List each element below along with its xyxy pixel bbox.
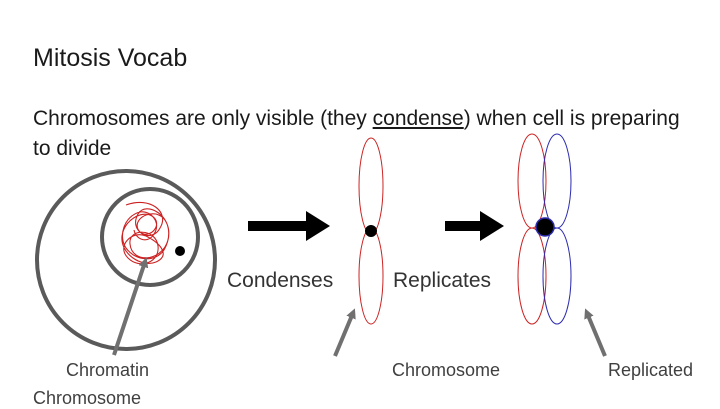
up-arrow-icon xyxy=(333,308,356,357)
right-arrow-icon xyxy=(445,211,504,241)
label-chromatin: Chromatin xyxy=(66,360,150,380)
chromosome-diagram xyxy=(358,137,384,325)
slide-title: Mitosis Vocab xyxy=(33,44,188,72)
label-chromosome: Chromosome xyxy=(392,360,501,380)
chromatid-blue-lower xyxy=(542,227,572,325)
body-text-part1: Chromosomes are only visible (they xyxy=(33,107,373,130)
label-replicated: Replicated xyxy=(608,360,694,380)
centriole-dot xyxy=(175,246,185,256)
label-condenses: Condenses xyxy=(227,269,334,292)
right-arrow-icon xyxy=(248,211,330,241)
label-replicates: Replicates xyxy=(393,269,492,292)
up-arrow-icon xyxy=(584,308,607,357)
label-chromatin-chromosome: Chromosome xyxy=(33,388,142,408)
chromatin-strand xyxy=(121,201,170,265)
up-arrow-icon xyxy=(112,257,149,356)
chromatid-red-lower xyxy=(517,227,547,325)
centromere-joined xyxy=(535,217,555,237)
body-text-part2: ) when cell is preparing to divide xyxy=(33,107,680,160)
chromatid-blue-upper xyxy=(542,133,572,229)
cell-membrane xyxy=(35,169,217,351)
body-text-underlined-term: condense xyxy=(372,107,464,130)
nucleus-membrane xyxy=(100,187,200,287)
body-text: Chromosomes are only visible (they conde… xyxy=(33,104,683,164)
chromatid-upper xyxy=(358,137,384,235)
chromatid-lower xyxy=(358,227,384,325)
chromatid-red-upper xyxy=(517,133,547,229)
replicated-chromosome-diagram xyxy=(517,133,572,325)
centromere xyxy=(365,225,377,237)
